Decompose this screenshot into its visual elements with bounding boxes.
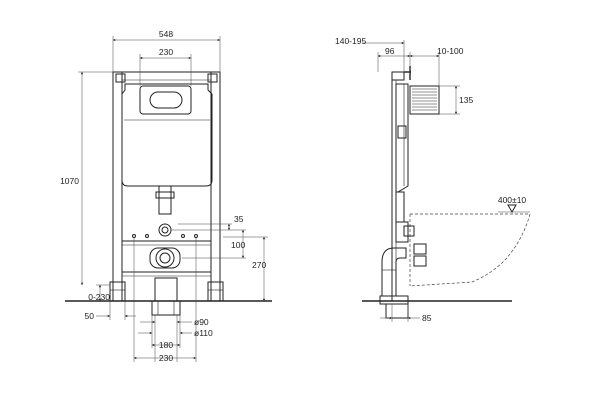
drain-pipe	[154, 277, 178, 302]
side-drain-bend	[381, 247, 407, 297]
flush-plate-ribs	[412, 88, 437, 111]
dim-stud-spacing: 180	[159, 340, 173, 350]
dim-foot-offset: 50	[85, 311, 95, 321]
dim-drain-d110: ø110	[194, 328, 213, 338]
dim-drain-offset: 85	[422, 313, 432, 323]
dim-offset-inlet-drain: 100	[231, 240, 245, 250]
frame-left-rail	[112, 71, 123, 302]
water-inlet	[158, 223, 172, 237]
frame-foot-right	[207, 281, 224, 302]
toilet-bowl-outline	[409, 213, 531, 287]
side-cistern	[395, 83, 409, 193]
cistern-tank	[121, 83, 213, 187]
dim-plate-depth: 96	[385, 46, 395, 56]
dim-depth-range: 140-195	[335, 36, 366, 46]
flush-button	[149, 91, 183, 109]
drain-outlet	[155, 248, 175, 268]
dim-floor-adjust: 0-230	[88, 292, 110, 302]
flush-plate	[139, 85, 192, 115]
dim-bowl-height: 400±10	[498, 195, 527, 205]
dim-height: 1070	[60, 176, 79, 186]
front-view: 548 230 1070 0-230 50 35 100 270	[60, 29, 272, 363]
dim-drain-d90: ø90	[194, 317, 209, 327]
side-flush-plate	[409, 85, 440, 115]
dim-plate-width: 230	[159, 47, 173, 57]
dim-plate-offset: 10-100	[437, 46, 464, 56]
dim-drain-height: 270	[252, 260, 266, 270]
dim-offset-top-inlet: 35	[234, 214, 244, 224]
frame-foot-left	[109, 281, 126, 302]
dim-bottom-width: 230	[159, 353, 173, 363]
side-view: 400±10 140-195 96 10-100 135 85	[335, 36, 531, 323]
dim-plate-height: 135	[459, 95, 473, 105]
dim-frame-width: 548	[159, 29, 173, 39]
